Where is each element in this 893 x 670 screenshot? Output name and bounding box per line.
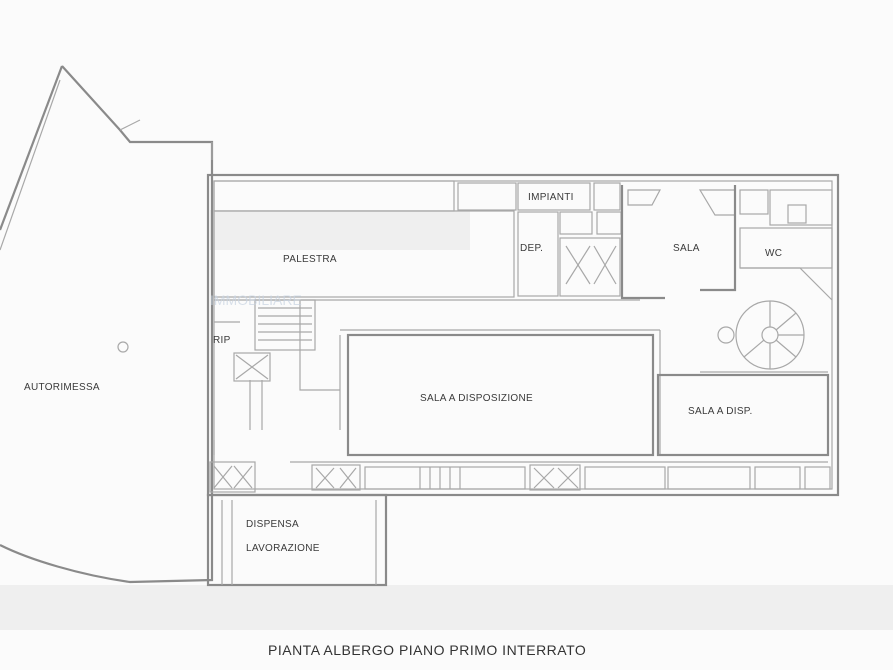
dispensa-block: [206, 493, 388, 587]
room-label-dispensa: DISPENSA: [246, 519, 299, 530]
top-rooms: [213, 180, 833, 301]
pillar: [117, 341, 129, 353]
room-label-lavorazione: LAVORAZIONE: [246, 543, 320, 554]
spiral-stair: [717, 300, 805, 370]
room-label-sala-disp: SALA A DISP.: [688, 406, 753, 417]
central-rooms: [214, 299, 830, 457]
room-label-autorimessa: AUTORIMESSA: [24, 382, 100, 393]
drawing-title: PIANTA ALBERGO PIANO PRIMO INTERRATO: [268, 642, 586, 658]
room-label-wc: WC: [765, 248, 782, 259]
room-label-dep: DEP.: [520, 243, 543, 254]
room-label-palestra: PALESTRA: [283, 254, 337, 265]
bottom-strip: [209, 461, 831, 493]
room-label-sala-disposizione: SALA A DISPOSIZIONE: [420, 393, 533, 404]
room-label-sala: SALA: [673, 243, 700, 254]
watermark: IMMOBILIARE: [210, 292, 302, 308]
room-label-rip: RIP: [213, 335, 231, 346]
blur-overlay-bottom: [0, 585, 893, 630]
autorimessa-outline: [0, 65, 214, 584]
blur-overlay-top: [210, 210, 470, 250]
stairs-left: [213, 299, 340, 455]
room-label-impianti: IMPIANTI: [528, 192, 574, 203]
